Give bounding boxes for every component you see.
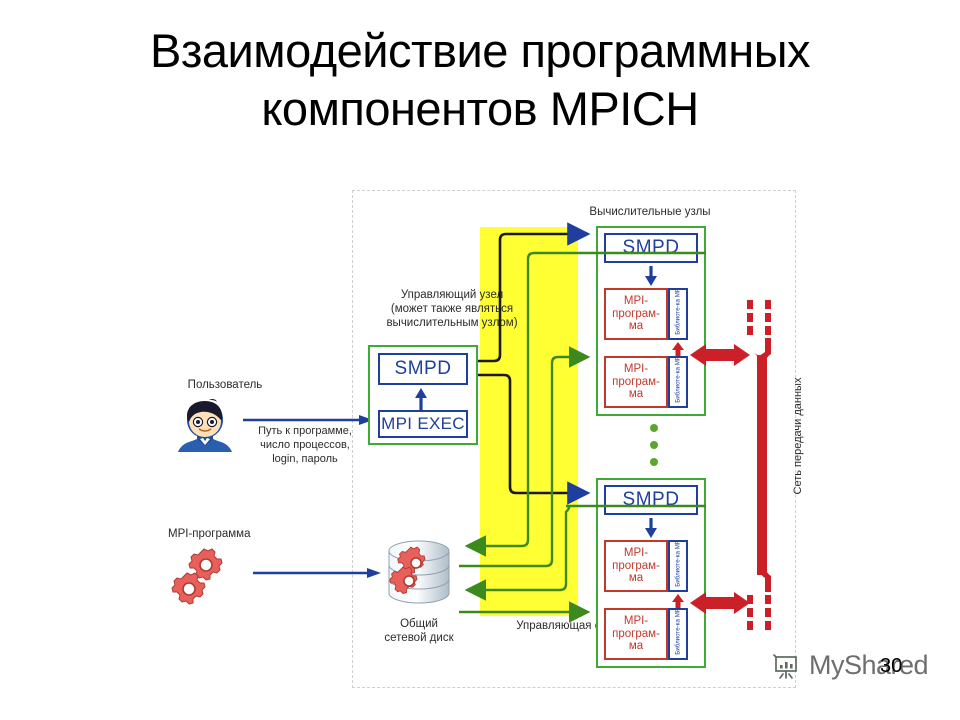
user-arrow-caption-line-3: login, пароль: [272, 453, 338, 465]
page-number: 30: [880, 655, 903, 677]
more-nodes-ellipsis: [650, 424, 658, 475]
program-name-line-2: програм-: [612, 307, 660, 320]
user-arrow-caption: Путь к программе, число процессов, login…: [240, 424, 370, 466]
database-disk-icon: [383, 531, 455, 613]
mpiexec-to-smpd-arrow: [414, 388, 428, 410]
program-name-line-3: ма: [628, 320, 644, 333]
data-transfer-network-bus: [744, 300, 778, 630]
compute-node-2-program-2[interactable]: MPI- програм- ма: [604, 608, 668, 660]
mpi-program-icon-label: MPI-программа: [168, 528, 251, 540]
compute-node-1-program-1[interactable]: MPI- програм- ма: [604, 288, 668, 340]
user-to-mpiexec-arrow: [243, 414, 373, 426]
data-network-label: Сеть передачи данных: [792, 377, 804, 495]
program-name-line-3: ма: [628, 640, 644, 653]
title-line-2: компонентов MPICH: [261, 82, 699, 135]
presentation-chart-icon: [772, 651, 802, 681]
user-arrow-caption-line-1: Путь к программе,: [258, 425, 352, 437]
compute-node-1-smpd-to-program-arrow: [644, 266, 658, 286]
control-node-label-line-2: (может также являться: [390, 303, 514, 315]
shared-disk-label-line-2: сетевой диск: [384, 632, 454, 644]
compute-nodes-label: Вычислительные узлы: [589, 206, 711, 218]
compute-node-2-program-2-mpi-library[interactable]: Библиоте-ка MPI: [668, 608, 688, 660]
program-name-line-2: програм-: [612, 375, 660, 388]
ellipsis-dot: [650, 424, 658, 432]
title-line-1: Взаимодействие программных: [150, 24, 811, 77]
compute-node-2-smpd-box[interactable]: SMPD: [604, 485, 698, 515]
control-network-label: Управляющая сеть: [516, 620, 618, 632]
ellipsis-dot: [650, 458, 658, 466]
user-avatar-icon: [170, 396, 240, 452]
program-name-line-3: ма: [628, 388, 644, 401]
program-name-line-1: MPI-: [623, 615, 649, 628]
control-node-label-line-3: вычислительным узлом): [386, 317, 518, 329]
control-node-smpd-box[interactable]: SMPD: [378, 353, 468, 385]
program-name-line-1: MPI-: [623, 295, 649, 308]
program-name-line-3: ма: [628, 572, 644, 585]
compute-node-2-to-network-arrow: [690, 588, 750, 618]
control-node-mpiexec-box[interactable]: MPI EXEC: [378, 410, 468, 438]
shared-disk-label-line-1: Общий: [400, 618, 438, 630]
user-arrow-caption-line-2: число процессов,: [260, 439, 350, 451]
mpi-program-to-disk-arrow: [253, 567, 381, 579]
gears-icon: [170, 545, 232, 607]
compute-node-1-program-1-mpi-library[interactable]: Библиоте-ка MPI: [668, 288, 688, 340]
compute-node-1-to-network-arrow: [690, 340, 750, 370]
shared-disk-label: Общий сетевой диск: [369, 617, 469, 645]
compute-node-2-program-1[interactable]: MPI- програм- ма: [604, 540, 668, 592]
page-title: Взаимодействие программных компонентов M…: [0, 22, 960, 138]
ellipsis-dot: [650, 441, 658, 449]
control-node-label: Управляющий узел (может также являться в…: [352, 288, 552, 330]
diagram-frame: [352, 190, 796, 688]
watermark: MyShared: [772, 650, 929, 681]
program-name-line-2: програм-: [612, 559, 660, 572]
compute-node-1-program-2-mpi-library[interactable]: Библиоте-ка MPI: [668, 356, 688, 408]
user-label: Пользователь: [187, 379, 263, 391]
program-name-line-1: MPI-: [623, 363, 649, 376]
program-name-line-1: MPI-: [623, 547, 649, 560]
compute-node-2-program-1-mpi-library[interactable]: Библиоте-ка MPI: [668, 540, 688, 592]
program-name-line-2: програм-: [612, 627, 660, 640]
compute-node-2-smpd-to-program-arrow: [644, 518, 658, 538]
control-node-label-line-1: Управляющий узел: [400, 289, 504, 301]
compute-node-1-program-2[interactable]: MPI- програм- ма: [604, 356, 668, 408]
watermark-text: MyShared: [809, 650, 929, 680]
